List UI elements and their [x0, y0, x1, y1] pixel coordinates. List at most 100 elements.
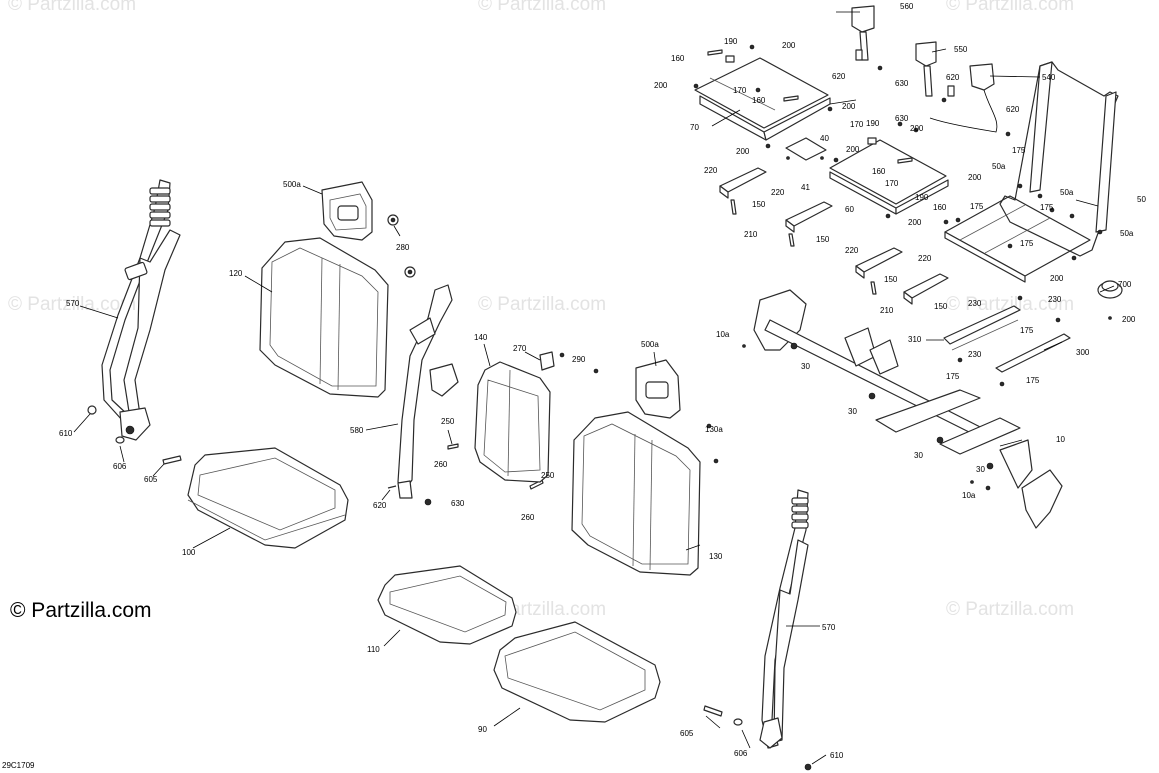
watermark-text: © Partzilla.com: [946, 599, 1074, 620]
callout-540: 540: [1042, 73, 1056, 82]
seat-belt-left: [101, 179, 181, 441]
seat-adjusters: [719, 167, 949, 305]
watermark-text: © Partzilla.com: [478, 0, 606, 15]
callout-606: 606: [734, 749, 748, 758]
watermark-text: © Partzilla.com: [8, 294, 136, 315]
callout-170: 170: [850, 120, 864, 129]
callout-200: 200: [782, 41, 796, 50]
callout-175: 175: [1040, 203, 1054, 212]
callout-570: 570: [66, 299, 80, 308]
callout-200: 200: [1122, 315, 1136, 324]
callout-230: 230: [1048, 295, 1062, 304]
callout-500a: 500a: [641, 340, 659, 349]
callout-200: 200: [842, 102, 856, 111]
callout-200: 200: [654, 81, 668, 90]
callout-50a: 50a: [1120, 229, 1134, 238]
callout-270: 270: [513, 344, 527, 353]
cushion-100: [187, 447, 349, 549]
callout-310: 310: [908, 335, 922, 344]
callout-10: 10: [1056, 435, 1065, 444]
callout-50: 50: [1137, 195, 1146, 204]
callout-41: 41: [801, 183, 810, 192]
callout-175: 175: [970, 202, 984, 211]
callout-160: 160: [933, 203, 947, 212]
buckles: [851, 5, 1011, 137]
callout-620: 620: [946, 73, 960, 82]
callout-160: 160: [671, 54, 685, 63]
callout-40: 40: [820, 134, 829, 143]
callout-70: 70: [690, 123, 699, 132]
rails: [943, 295, 1071, 387]
callout-210: 210: [880, 306, 894, 315]
callout-605: 605: [144, 475, 158, 484]
callout-175: 175: [946, 372, 960, 381]
callout-150: 150: [884, 275, 898, 284]
seat-belt-right: [703, 489, 812, 771]
callout-60: 60: [845, 205, 854, 214]
callout-30: 30: [801, 362, 810, 371]
callout-210: 210: [744, 230, 758, 239]
callout-260: 260: [521, 513, 535, 522]
callout-100: 100: [182, 548, 196, 557]
callout-90: 90: [478, 725, 487, 734]
callout-10a: 10a: [716, 330, 730, 339]
callout-150: 150: [752, 200, 766, 209]
callout-160: 160: [752, 96, 766, 105]
callout-200: 200: [1050, 274, 1064, 283]
callout-610: 610: [59, 429, 73, 438]
callout-170: 170: [733, 86, 747, 95]
callout-700: 700: [1118, 280, 1132, 289]
callout-560: 560: [900, 2, 914, 11]
backrest-140: [474, 351, 599, 483]
callout-190: 190: [866, 119, 880, 128]
callout-570: 570: [822, 623, 836, 632]
headrest-center: [635, 359, 681, 419]
brand-label: © Partzilla.com: [10, 599, 152, 622]
watermark-text: © Partzilla.com: [478, 294, 606, 315]
callout-605: 605: [680, 729, 694, 738]
callout-200: 200: [910, 124, 924, 133]
callout-200: 200: [968, 173, 982, 182]
cushion-90: [493, 621, 661, 723]
headrest-left: [321, 181, 373, 241]
plate-40: [785, 137, 827, 161]
callout-175: 175: [1020, 326, 1034, 335]
callout-620: 620: [373, 501, 387, 510]
callout-190: 190: [724, 37, 738, 46]
callout-606: 606: [113, 462, 127, 471]
watermark-text: © Partzilla.com: [8, 0, 136, 15]
watermark-text: © Partzilla.com: [946, 0, 1074, 15]
diagram-code: 29C1709: [2, 761, 35, 770]
hardware-left: [87, 214, 416, 465]
frame-70: [693, 44, 833, 149]
callout-190: 190: [915, 193, 929, 202]
callout-175: 175: [1026, 376, 1040, 385]
callout-500a: 500a: [283, 180, 301, 189]
callout-50a: 50a: [1060, 188, 1074, 197]
callout-220: 220: [845, 246, 859, 255]
callout-50a: 50a: [992, 162, 1006, 171]
callout-160: 160: [872, 167, 886, 176]
callout-30: 30: [914, 451, 923, 460]
callout-10a: 10a: [962, 491, 976, 500]
watermarks: © Partzilla.com © Partzilla.com © Partzi…: [8, 0, 1074, 620]
callout-620: 620: [1006, 105, 1020, 114]
callout-230: 230: [968, 299, 982, 308]
callout-220: 220: [918, 254, 932, 263]
callout-620: 620: [832, 72, 846, 81]
callout-220: 220: [771, 188, 785, 197]
callout-170: 170: [885, 179, 899, 188]
callout-30: 30: [848, 407, 857, 416]
callout-140: 140: [474, 333, 488, 342]
callout-250: 250: [541, 471, 555, 480]
callout-120: 120: [229, 269, 243, 278]
base-frame-10: [742, 289, 1063, 529]
callout-550: 550: [954, 45, 968, 54]
callout-labels: 500a 280 120 570 610 606 605 100 580 250…: [59, 2, 1146, 760]
callout-200: 200: [736, 147, 750, 156]
leader-lines: [73, 11, 1115, 765]
callout-175: 175: [1012, 146, 1026, 155]
callout-175: 175: [1020, 239, 1034, 248]
callout-280: 280: [396, 243, 410, 252]
